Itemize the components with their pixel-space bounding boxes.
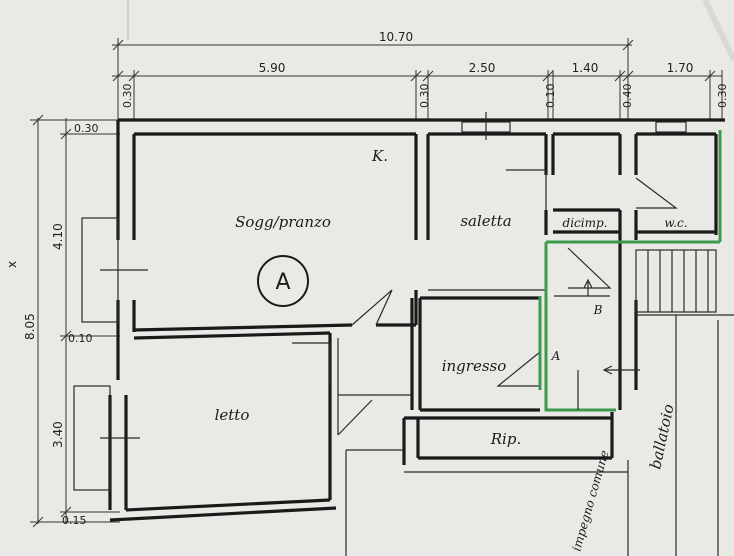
dim-4-10: 4.10 bbox=[51, 223, 65, 250]
room-storage-label: dicimp. bbox=[563, 216, 608, 230]
staircase bbox=[635, 249, 717, 313]
dim-0-30-mid: 0.30 bbox=[418, 84, 431, 109]
point-a-label: A bbox=[551, 349, 561, 363]
doors bbox=[292, 169, 678, 387]
left-balconies bbox=[73, 217, 148, 491]
dim-8-05: 8.05 bbox=[23, 313, 37, 340]
room-ingresso-label: ingresso bbox=[442, 357, 507, 375]
room-rip-label: Rip. bbox=[490, 430, 521, 448]
unit-circle bbox=[257, 255, 309, 307]
point-b-label: B bbox=[593, 303, 603, 317]
unit-label: A bbox=[275, 270, 290, 295]
dim-3-40: 3.40 bbox=[51, 421, 65, 448]
dim-0-30-left: 0.30 bbox=[121, 84, 134, 109]
room-letto-label: letto bbox=[215, 406, 250, 424]
room-kitchen-label: K. bbox=[371, 147, 388, 165]
left-dimensions: 0.30 4.10 0.10 3.40 0.15 8.05 x bbox=[5, 114, 120, 528]
room-saletta-label: saletta bbox=[460, 212, 511, 230]
arrows bbox=[554, 278, 640, 410]
dim-1-70: 1.70 bbox=[667, 61, 694, 75]
walls bbox=[108, 118, 734, 556]
dim-0-15: 0.15 bbox=[62, 514, 87, 527]
dim-total-width: 10.70 bbox=[379, 30, 413, 44]
dim-5-90: 5.90 bbox=[259, 61, 286, 75]
dim-2-50: 2.50 bbox=[469, 61, 496, 75]
green-highlight bbox=[538, 130, 722, 412]
axis-x-label: x bbox=[5, 261, 19, 268]
paper-fold-right bbox=[702, 0, 734, 62]
top-windows bbox=[461, 112, 687, 140]
dim-top-0-30: 0.30 bbox=[74, 122, 99, 135]
dim-0-30-right: 0.30 bbox=[716, 84, 729, 109]
dim-0-40: 0.40 bbox=[621, 84, 634, 109]
dim-1-40: 1.40 bbox=[572, 61, 599, 75]
dim-0-10: 0.10 bbox=[544, 84, 557, 109]
dim-0-10-left: 0.10 bbox=[68, 332, 93, 345]
room-living-label: Sogg/pranzo bbox=[235, 213, 331, 231]
top-dimensions: 10.70 5.90 2.50 1.40 1.70 0.30 0.30 0.10… bbox=[112, 30, 729, 120]
room-wc-label: w.c. bbox=[664, 216, 687, 230]
